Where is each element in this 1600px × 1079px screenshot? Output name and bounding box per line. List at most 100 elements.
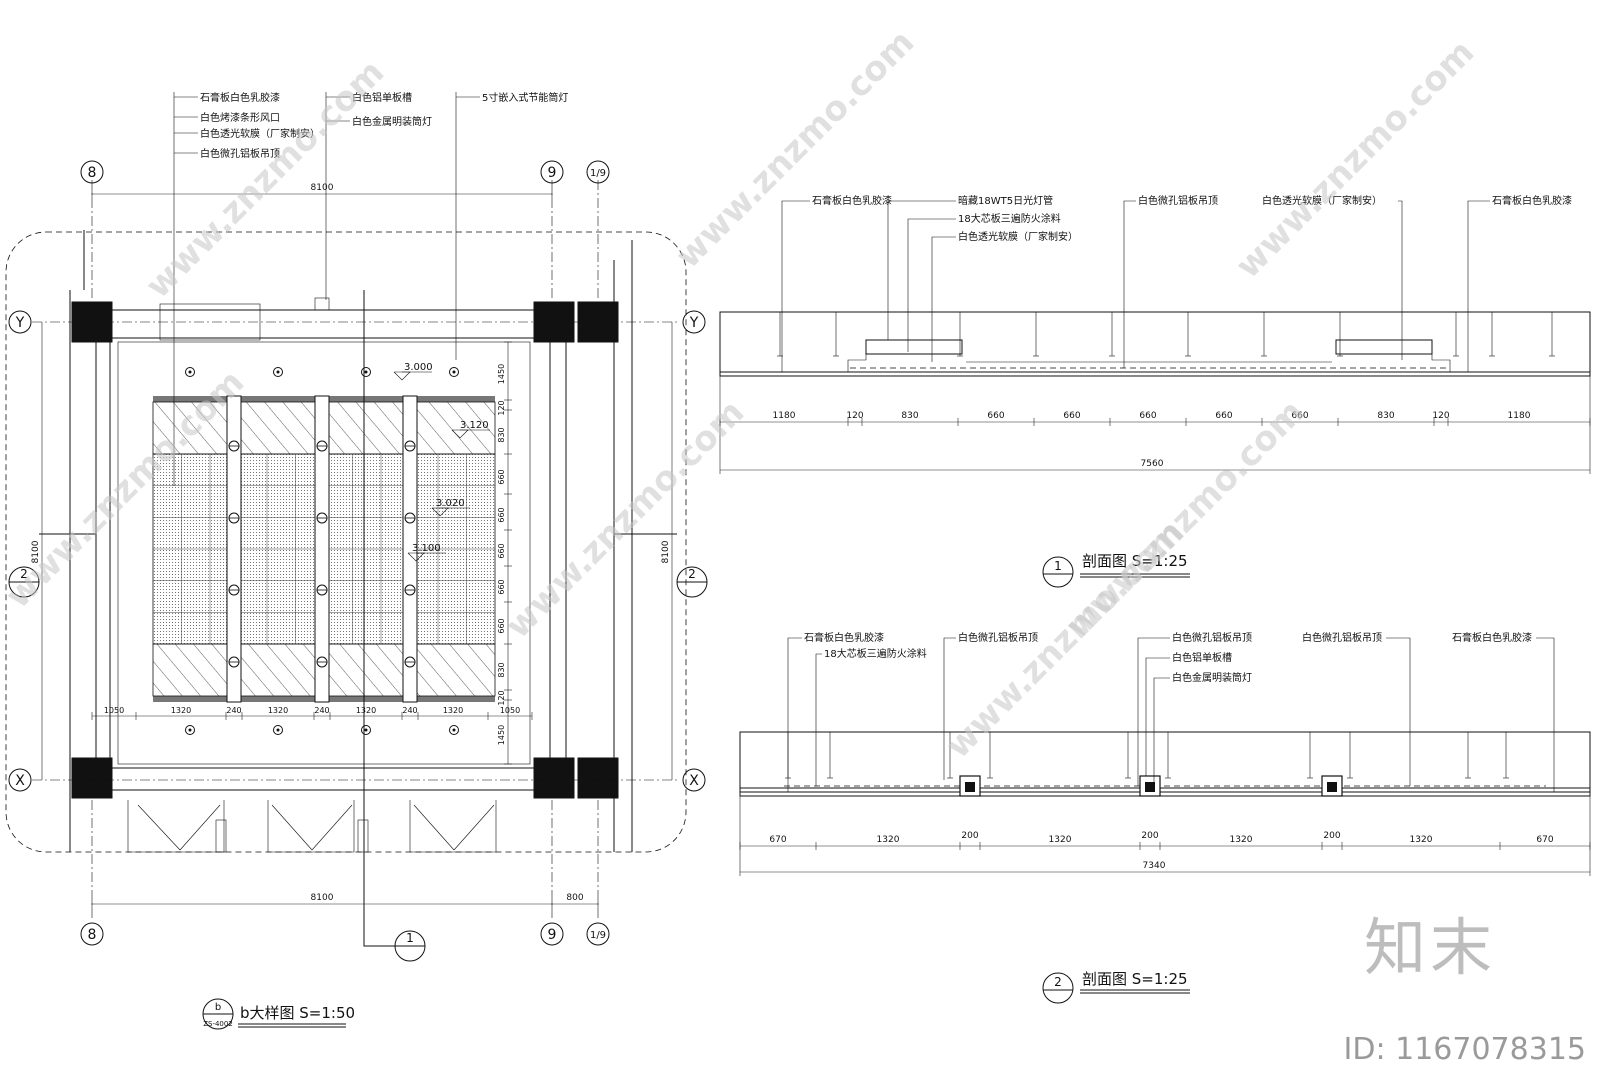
leader-line [781, 200, 810, 372]
dim-value: 660 [987, 411, 1004, 421]
elevation-mark: 3.120 [451, 420, 490, 439]
recessed-downlight-center [276, 370, 280, 374]
ceiling-panel [152, 395, 496, 703]
grid-bubble-8-bottom: 8 [80, 922, 104, 946]
dim-value: 200 [1323, 831, 1340, 841]
dim-value: 1320 [877, 835, 900, 845]
svg-text:b大样图 S=1:50: b大样图 S=1:50 [240, 1004, 355, 1022]
elevation-mark: 3.000 [393, 362, 433, 381]
aluminum-trough [402, 395, 418, 703]
leader-label: 白色微孔铝板吊顶 [1302, 631, 1382, 644]
recessed-downlight-center [364, 728, 368, 732]
svg-text:2: 2 [1054, 975, 1062, 989]
section-marker-1-bottom: 1 [363, 290, 426, 962]
leader-label: 18大芯板三遍防火涂料 [958, 212, 1061, 225]
dim-value: 1450 [497, 725, 506, 745]
grid-bubble-y-right: Y [682, 310, 706, 334]
dim-value: 1320 [443, 706, 463, 715]
svg-text:剖面图 S=1:25: 剖面图 S=1:25 [1082, 552, 1188, 570]
dim-value: 200 [1141, 831, 1158, 841]
svg-text:剖面图 S=1:25: 剖面图 S=1:25 [1082, 970, 1188, 988]
svg-text:1: 1 [1054, 559, 1062, 573]
trough-downlight [1327, 782, 1337, 792]
section-1-title: 1 剖面图 S=1:25 [1042, 552, 1190, 588]
svg-text:1/9: 1/9 [590, 930, 606, 941]
dim-value: 830 [1377, 411, 1394, 421]
dim-value: 1180 [1508, 411, 1531, 421]
svg-text:1/9: 1/9 [590, 168, 606, 179]
svg-text:8100: 8100 [31, 540, 41, 563]
leader-label: 石膏板白色乳胶漆 [1492, 194, 1572, 207]
plan-dimension-bottom: 8100 800 [91, 893, 599, 908]
svg-text:3.100: 3.100 [412, 543, 441, 554]
dim-value: 200 [961, 831, 978, 841]
aluminum-trough [226, 395, 242, 703]
leader-label: 石膏板白色乳胶漆 [1452, 631, 1532, 644]
svg-text:ZS-4002: ZS-4002 [203, 1020, 233, 1028]
svg-text:2: 2 [20, 567, 28, 581]
leader-label: 石膏板白色乳胶漆 [812, 194, 892, 207]
plan-leader-group-2: 白色铝单板槽 白色金属明装筒灯 [325, 91, 432, 300]
dim-value: 1450 [497, 364, 506, 384]
dim-value: 660 [497, 618, 506, 633]
leader-line [1145, 657, 1170, 776]
dim-value: 1180 [773, 411, 796, 421]
section-2-aluminum-troughs [959, 775, 1343, 797]
svg-text:X: X [15, 773, 25, 789]
leader-label: 白色金属明装筒灯 [1172, 671, 1252, 684]
leader-label: 白色铝单板槽 [1172, 651, 1232, 664]
downlight-group [185, 367, 459, 735]
svg-text:8100: 8100 [661, 540, 671, 563]
dim-value: 120 [497, 690, 506, 705]
svg-text:5寸嵌入式节能筒灯: 5寸嵌入式节能筒灯 [482, 91, 568, 104]
ceiling-plan: 8 9 1/9 8 9 1/9 Y Y X X 2 2 1 8100 8100 … [5, 91, 708, 1030]
leader-line [787, 637, 802, 792]
svg-text:8100: 8100 [311, 893, 334, 903]
svg-text:8100: 8100 [311, 183, 334, 193]
leader-label: 石膏板白色乳胶漆 [804, 631, 884, 644]
grid-bubble-8-top: 8 [80, 160, 104, 184]
plan-dimension-right: 8100 [661, 322, 673, 780]
section-1-leaders: 石膏板白色乳胶漆暗藏18WT5日光灯管18大芯板三遍防火涂料白色透光软膜（厂家制… [781, 194, 1572, 372]
dim-value: 660 [497, 543, 506, 558]
plan-title: b ZS-4002 b大样图 S=1:50 [202, 998, 355, 1030]
recessed-downlight-center [364, 370, 368, 374]
svg-text:8: 8 [88, 927, 97, 943]
svg-text:800: 800 [566, 893, 583, 903]
section-marker-2-right: 2 [614, 533, 708, 598]
svg-text:白色烤漆条形风口: 白色烤漆条形风口 [200, 111, 280, 124]
svg-text:7560: 7560 [1141, 459, 1164, 469]
dim-value: 120 [846, 411, 863, 421]
leader-line [1386, 637, 1411, 786]
leader-line [1467, 200, 1490, 372]
recessed-downlight-center [452, 728, 456, 732]
dim-value: 1320 [1230, 835, 1253, 845]
leader-label: 白色透光软膜（厂家制安） [1262, 194, 1382, 207]
svg-text:3.000: 3.000 [404, 362, 433, 373]
dim-value: 120 [497, 400, 506, 415]
dim-value: 660 [497, 579, 506, 594]
brand-logo: 知末 [1363, 911, 1496, 984]
dim-value: 240 [314, 706, 329, 715]
grid-bubble-x-right: X [682, 768, 706, 792]
column [577, 757, 619, 799]
leader-label: 暗藏18WT5日光灯管 [958, 194, 1053, 207]
dim-value: 120 [1432, 411, 1449, 421]
leader-label: 白色透光软膜（厂家制安） [958, 230, 1078, 243]
dim-value: 830 [901, 411, 918, 421]
leader-line [815, 653, 822, 786]
recessed-downlight-center [276, 728, 280, 732]
dim-value: 660 [1063, 411, 1080, 421]
leader-line [1123, 200, 1136, 368]
svg-text:Y: Y [689, 315, 699, 331]
recessed-downlight-center [188, 728, 192, 732]
dim-value: 660 [1291, 411, 1308, 421]
svg-text:7340: 7340 [1143, 861, 1166, 871]
plan-leader-group-3: 5寸嵌入式节能筒灯 [455, 91, 568, 360]
section-2-leaders: 石膏板白色乳胶漆18大芯板三遍防火涂料白色微孔铝板吊顶白色微孔铝板吊顶白色铝单板… [787, 631, 1555, 792]
section-2: 石膏板白色乳胶漆18大芯板三遍防火涂料白色微孔铝板吊顶白色微孔铝板吊顶白色铝单板… [739, 631, 1591, 1004]
svg-text:www.znzmo.com: www.znzmo.com [498, 392, 752, 646]
